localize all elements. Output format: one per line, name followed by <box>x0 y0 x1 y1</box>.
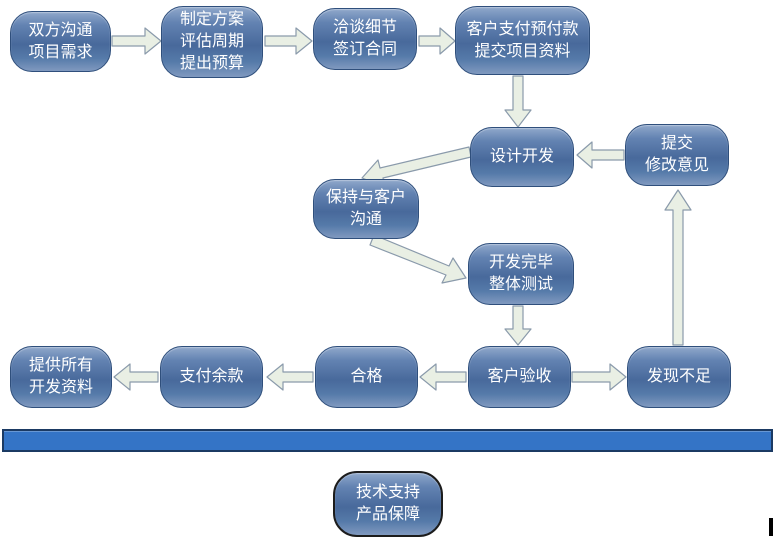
arrow-plan-to-negotiate <box>264 27 313 55</box>
arrow-balance-to-deliver <box>113 363 159 391</box>
node-support-label: 技术支持 产品保障 <box>355 484 420 523</box>
node-qualified: 合格 <box>315 346 418 408</box>
node-design-label: 设计开发 <box>489 148 554 165</box>
node-communicate: 保持与客户 沟通 <box>313 179 419 239</box>
node-testing: 开发完毕 整体测试 <box>468 243 574 305</box>
node-requirements-label: 双方沟通 项目需求 <box>28 21 93 61</box>
arrow-feedback-to-design <box>576 141 625 169</box>
node-qualified-label: 合格 <box>350 368 383 385</box>
arrow-communicate-to-testing <box>369 234 467 284</box>
node-balance: 支付余款 <box>160 346 263 408</box>
node-communicate-label: 保持与客户 沟通 <box>325 189 406 228</box>
arrow-qualified-to-balance <box>266 363 314 391</box>
divider-bar <box>2 429 773 452</box>
node-negotiate-label: 洽谈细节 签订合同 <box>332 19 397 58</box>
arrow-testing-to-acceptance <box>504 305 532 346</box>
node-negotiate: 洽谈细节 签订合同 <box>313 8 417 70</box>
node-prepay-label: 客户支付预付款 提交项目资料 <box>466 20 579 60</box>
node-acceptance: 客户验收 <box>468 346 571 408</box>
node-balance-label: 支付余款 <box>179 368 244 385</box>
node-prepay: 客户支付预付款 提交项目资料 <box>455 6 590 75</box>
node-testing-label: 开发完毕 整体测试 <box>488 254 553 293</box>
node-deficiency: 发现不足 <box>627 346 731 408</box>
arrow-deficiency-to-feedback <box>664 189 692 346</box>
node-plan-label: 制定方案 评估周期 提出预算 <box>179 11 244 72</box>
node-requirements: 双方沟通 项目需求 <box>10 11 111 72</box>
node-design: 设计开发 <box>470 127 574 187</box>
arrow-negotiate-to-prepay <box>418 27 456 55</box>
corner-cursor-mark <box>769 518 773 536</box>
arrow-prepay-to-design <box>504 75 532 128</box>
node-feedback: 提交 修改意见 <box>625 124 729 186</box>
arrow-acceptance-to-deficiency <box>571 363 627 391</box>
node-acceptance-label: 客户验收 <box>487 368 552 385</box>
node-deliver-label: 提供所有 开发资料 <box>28 357 93 396</box>
arrow-requirements-to-plan <box>111 27 162 55</box>
node-deficiency-label: 发现不足 <box>646 368 711 385</box>
node-deliver: 提供所有 开发资料 <box>10 346 112 408</box>
arrow-acceptance-to-qualified <box>419 363 467 391</box>
node-feedback-label: 提交 修改意见 <box>644 135 709 174</box>
node-support: 技术支持 产品保障 <box>333 471 443 537</box>
node-plan: 制定方案 评估周期 提出预算 <box>161 6 263 78</box>
